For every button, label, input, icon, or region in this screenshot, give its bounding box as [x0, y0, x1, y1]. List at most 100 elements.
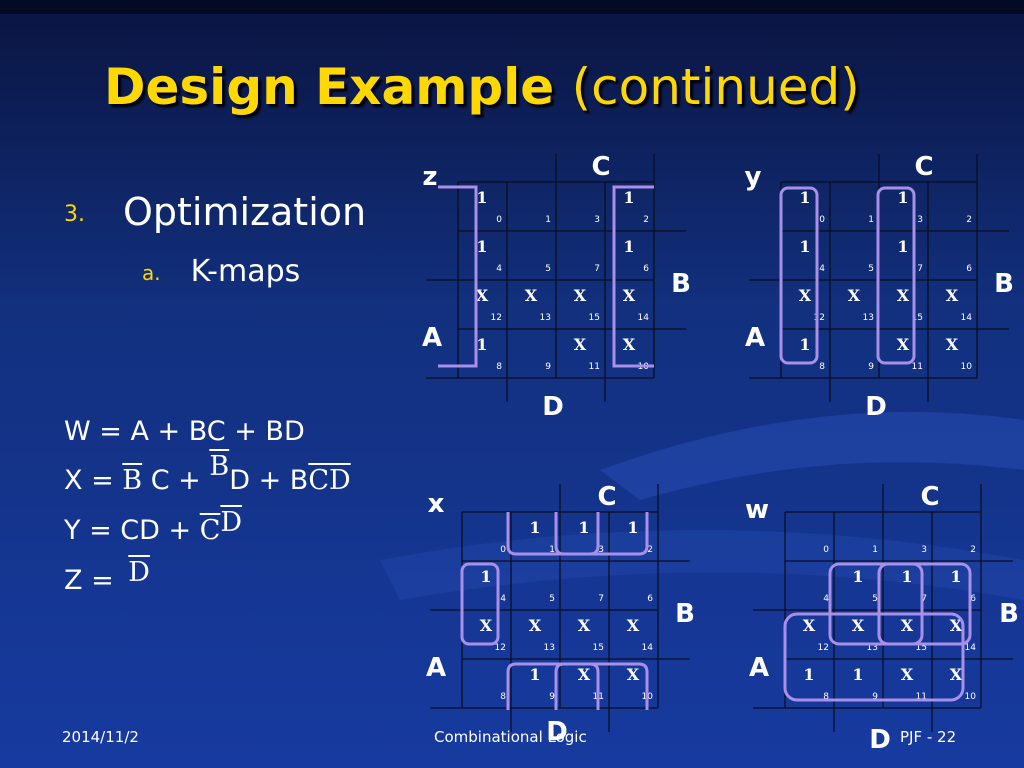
kmap-cell-index: 11	[916, 692, 927, 702]
equation-x-d: D + B	[229, 465, 309, 496]
kmap-cell-value: 1	[476, 237, 487, 256]
kmap-cell-value: X	[803, 616, 816, 635]
slide-title: Design Example (continued)	[104, 58, 860, 116]
kmap-var-b: B	[671, 269, 691, 299]
kmap-cell-index: 14	[961, 313, 973, 323]
top-band	[0, 0, 1024, 14]
equation-y: Y = CD + CD	[64, 507, 242, 546]
kmap-cell-index: 8	[819, 362, 825, 372]
kmap-var-b: B	[675, 599, 695, 629]
kmap-cell-index: 9	[868, 362, 874, 372]
kmap-cell-index: 3	[917, 215, 923, 225]
kmap-cell-index: 9	[545, 362, 551, 372]
kmap-cell-index: 13	[544, 643, 555, 653]
kmap-cell-index: 15	[916, 643, 927, 653]
equation-x-c: C +	[142, 465, 210, 496]
kmap-cell-value: X	[525, 286, 538, 305]
kmap-output-label: w	[745, 495, 769, 525]
kmap-cell-index: 5	[872, 594, 878, 604]
kmap-cell-value: 1	[950, 567, 961, 586]
sub-bullet-kmaps: a.K-maps	[142, 254, 300, 289]
kmap-cell-value: 1	[623, 237, 634, 256]
kmap-var-d: D	[869, 725, 891, 755]
kmap-cell-value: 1	[799, 237, 810, 256]
kmap-cell-value: X	[623, 286, 636, 305]
kmap-cell-index: 1	[545, 215, 551, 225]
kmap-cell-value: X	[901, 665, 914, 684]
kmap-cell-index: 7	[921, 594, 927, 604]
bullet-text: Optimization	[123, 190, 367, 234]
title-continued: (continued)	[571, 58, 860, 116]
kmap-cell-value: X	[946, 286, 959, 305]
kmap-cell-value: 1	[476, 188, 487, 207]
kmap-cell-value: 1	[480, 567, 491, 586]
kmap-cell-value: X	[627, 616, 640, 635]
kmap-cell-index: 12	[814, 313, 825, 323]
equation-y-dbar: D	[220, 507, 243, 538]
equation-x-prefix: X =	[64, 465, 123, 496]
kmap-cell-index: 10	[961, 362, 973, 372]
kmap-cell-index: 5	[549, 594, 555, 604]
kmap-var-c: C	[914, 152, 933, 182]
kmap-cell-index: 0	[819, 215, 825, 225]
kmap-cell-index: 8	[500, 692, 506, 702]
kmap-cell-index: 12	[818, 643, 829, 653]
kmap-cell-index: 14	[965, 643, 977, 653]
kmap-cell-value: 1	[852, 567, 863, 586]
kmap-cell-value: X	[623, 335, 636, 354]
equation-x-dbar: D	[329, 465, 351, 496]
kmap-cell-index: 3	[594, 215, 600, 225]
kmap-cell-index: 15	[912, 313, 923, 323]
kmap-cell-value: 1	[852, 665, 863, 684]
kmap-cell-value: X	[578, 665, 591, 684]
kmap-cell-index: 2	[647, 545, 653, 555]
equation-z-dbar: D	[128, 557, 150, 588]
kmap-cell-value: 1	[578, 518, 589, 537]
kmap-cell-index: 0	[496, 215, 502, 225]
kmap-cell-index: 2	[643, 215, 649, 225]
kmap-cell-value: X	[476, 286, 489, 305]
kmap-loop-left-pair	[460, 562, 500, 646]
equation-x-bbar2: B	[209, 451, 230, 482]
kmap-loop-top-pair	[506, 512, 600, 556]
kmap-cell-value: X	[950, 665, 963, 684]
kmap-var-a: A	[422, 323, 442, 353]
kmap-loop-bottom-pair	[506, 662, 600, 710]
kmap-cell-value: X	[574, 286, 587, 305]
kmap-cell-value: 1	[476, 335, 487, 354]
kmap-cell-index: 1	[868, 215, 874, 225]
kmap-cell-index: 7	[594, 264, 600, 274]
kmap-cell-index: 3	[921, 545, 927, 555]
kmap-cell-value: 1	[897, 188, 908, 207]
kmap-cell-index: 10	[965, 692, 977, 702]
kmap-cell-index: 14	[642, 643, 654, 653]
kmap-loop-left-column	[438, 185, 478, 368]
kmap-cell-index: 6	[643, 264, 649, 274]
sub-bullet-text: K-maps	[190, 254, 301, 289]
kmap-output-label: x	[428, 489, 445, 519]
kmap-cell-value: X	[852, 616, 865, 635]
kmap-cell-index: 11	[589, 362, 600, 372]
kmap-var-c: C	[920, 482, 939, 512]
kmap-cell-index: 12	[491, 313, 502, 323]
kmap-cell-index: 13	[863, 313, 874, 323]
kmap-var-a: A	[426, 653, 446, 683]
kmap-var-c: C	[591, 152, 610, 182]
kmap-cell-value: 1	[627, 518, 638, 537]
kmap-var-d: D	[546, 717, 568, 747]
kmap-cell-value: X	[627, 665, 640, 684]
kmap-cell-index: 8	[496, 362, 502, 372]
kmap-cell-value: X	[901, 616, 914, 635]
kmap-cell-index: 4	[496, 264, 502, 274]
kmap-cell-index: 2	[970, 545, 976, 555]
kmap-loop-column-0	[779, 186, 819, 365]
kmap-loop-square-bc	[828, 562, 924, 646]
kmap-cell-value: X	[574, 335, 587, 354]
equation-x-bbar: B	[122, 465, 143, 496]
kmap-var-d: D	[542, 392, 564, 422]
equation-x: X = B C + BD + BCD	[64, 451, 351, 496]
